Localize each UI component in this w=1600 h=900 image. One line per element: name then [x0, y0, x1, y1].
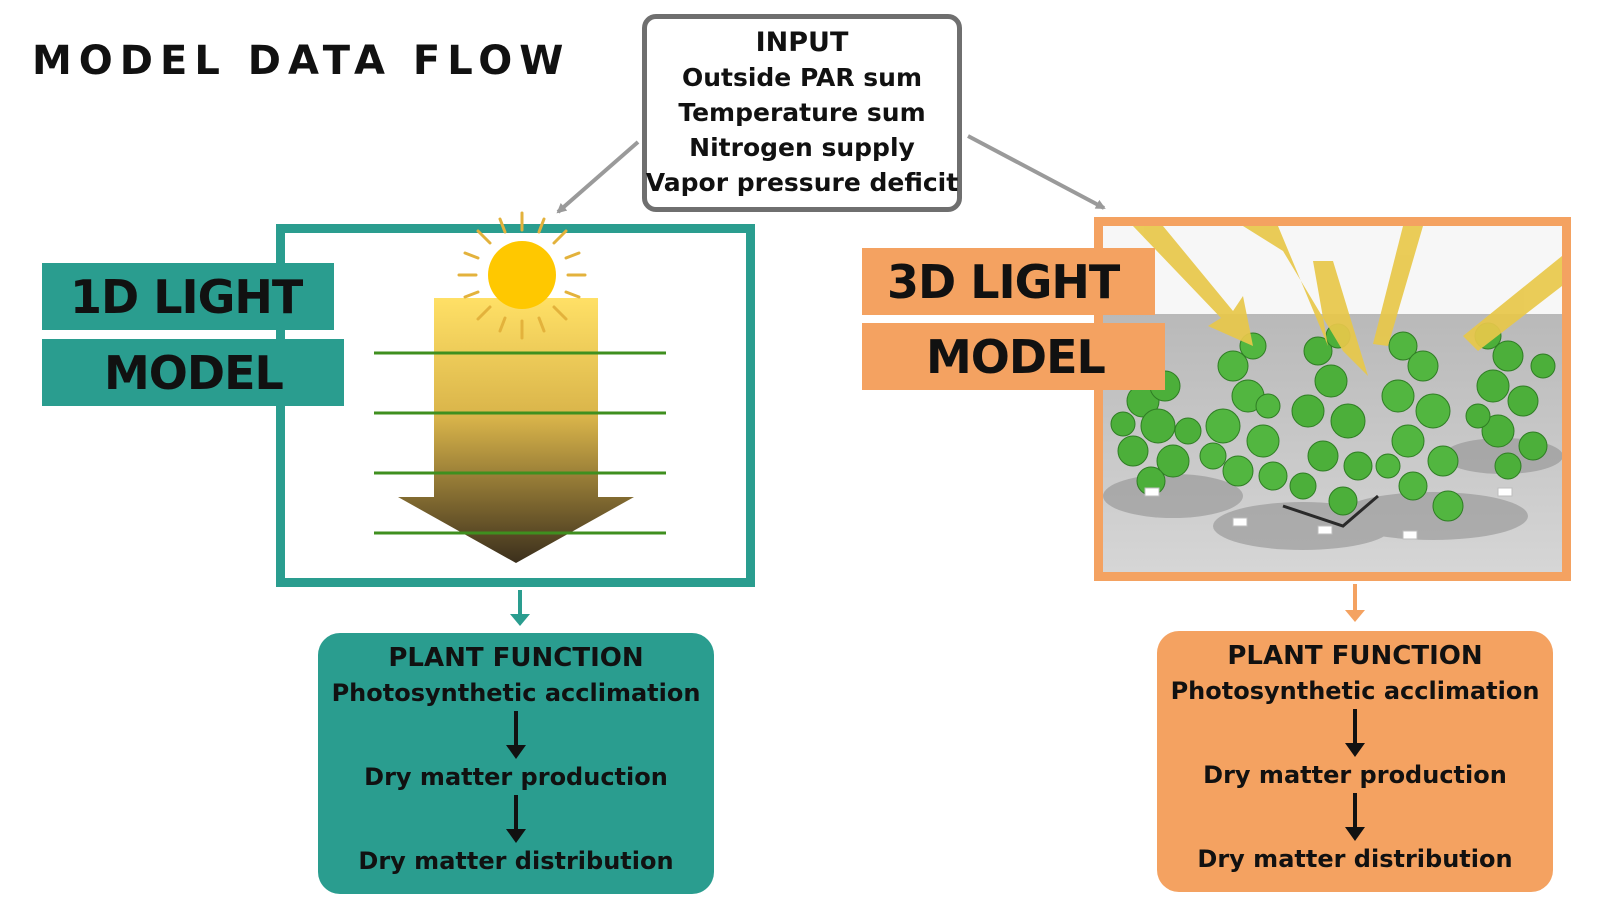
- input-item-vpd: Vapor pressure deficit: [645, 168, 959, 197]
- 3d-model-tag-line1: 3D LIGHT: [862, 248, 1155, 315]
- greenhouse-plants-scene: [1103, 226, 1562, 572]
- down-arrow-icon: [1345, 709, 1365, 757]
- plant-cluster-4: [1375, 331, 1464, 522]
- input-item-nitrogen: Nitrogen supply: [689, 133, 915, 162]
- 1d-model-tag-line1: 1D LIGHT: [42, 263, 334, 330]
- plant-cluster-3: [1289, 323, 1373, 516]
- plant-function-step-photosynthetic-acclimation: Photosynthetic acclimation: [1170, 677, 1540, 705]
- plant-function-step-dry-matter-distribution: Dry matter distribution: [358, 847, 674, 875]
- plant-function-step-dry-matter-distribution: Dry matter distribution: [1197, 845, 1513, 873]
- arrow-input-to-3d: [967, 134, 1106, 210]
- 3d-model-tag-line2: MODEL: [862, 323, 1165, 390]
- plant-cluster-2: [1199, 332, 1288, 491]
- input-item-par: Outside PAR sum: [681, 63, 923, 92]
- plant-function-title: PLANT FUNCTION: [1227, 641, 1483, 671]
- page-title: MODEL DATA FLOW: [32, 38, 571, 84]
- down-arrow-icon: [506, 795, 526, 843]
- plant-function-box-1d: PLANT FUNCTION Photosynthetic acclimatio…: [318, 633, 714, 894]
- plant-function-step-dry-matter-production: Dry matter production: [1203, 761, 1507, 789]
- 1d-model-tag-line2: MODEL: [42, 339, 344, 406]
- input-heading: INPUT: [755, 27, 849, 58]
- sun-icon: [457, 211, 587, 340]
- light-attenuation-arrow: [398, 298, 634, 563]
- plant-function-title: PLANT FUNCTION: [388, 643, 644, 673]
- down-arrow-icon: [506, 711, 526, 759]
- plant-function-step-dry-matter-production: Dry matter production: [364, 763, 668, 791]
- canopy-layer-lines: [374, 351, 666, 535]
- light-beams: [1133, 226, 1562, 376]
- plant-function-step-photosynthetic-acclimation: Photosynthetic acclimation: [331, 679, 701, 707]
- input-box: INPUT Outside PAR sum Temperature sum Ni…: [642, 14, 962, 212]
- down-arrow-icon: [1345, 793, 1365, 841]
- plant-function-box-3d: PLANT FUNCTION Photosynthetic acclimatio…: [1157, 631, 1553, 892]
- input-item-temperature: Temperature sum: [678, 98, 926, 127]
- arrow-input-to-1d: [556, 140, 640, 214]
